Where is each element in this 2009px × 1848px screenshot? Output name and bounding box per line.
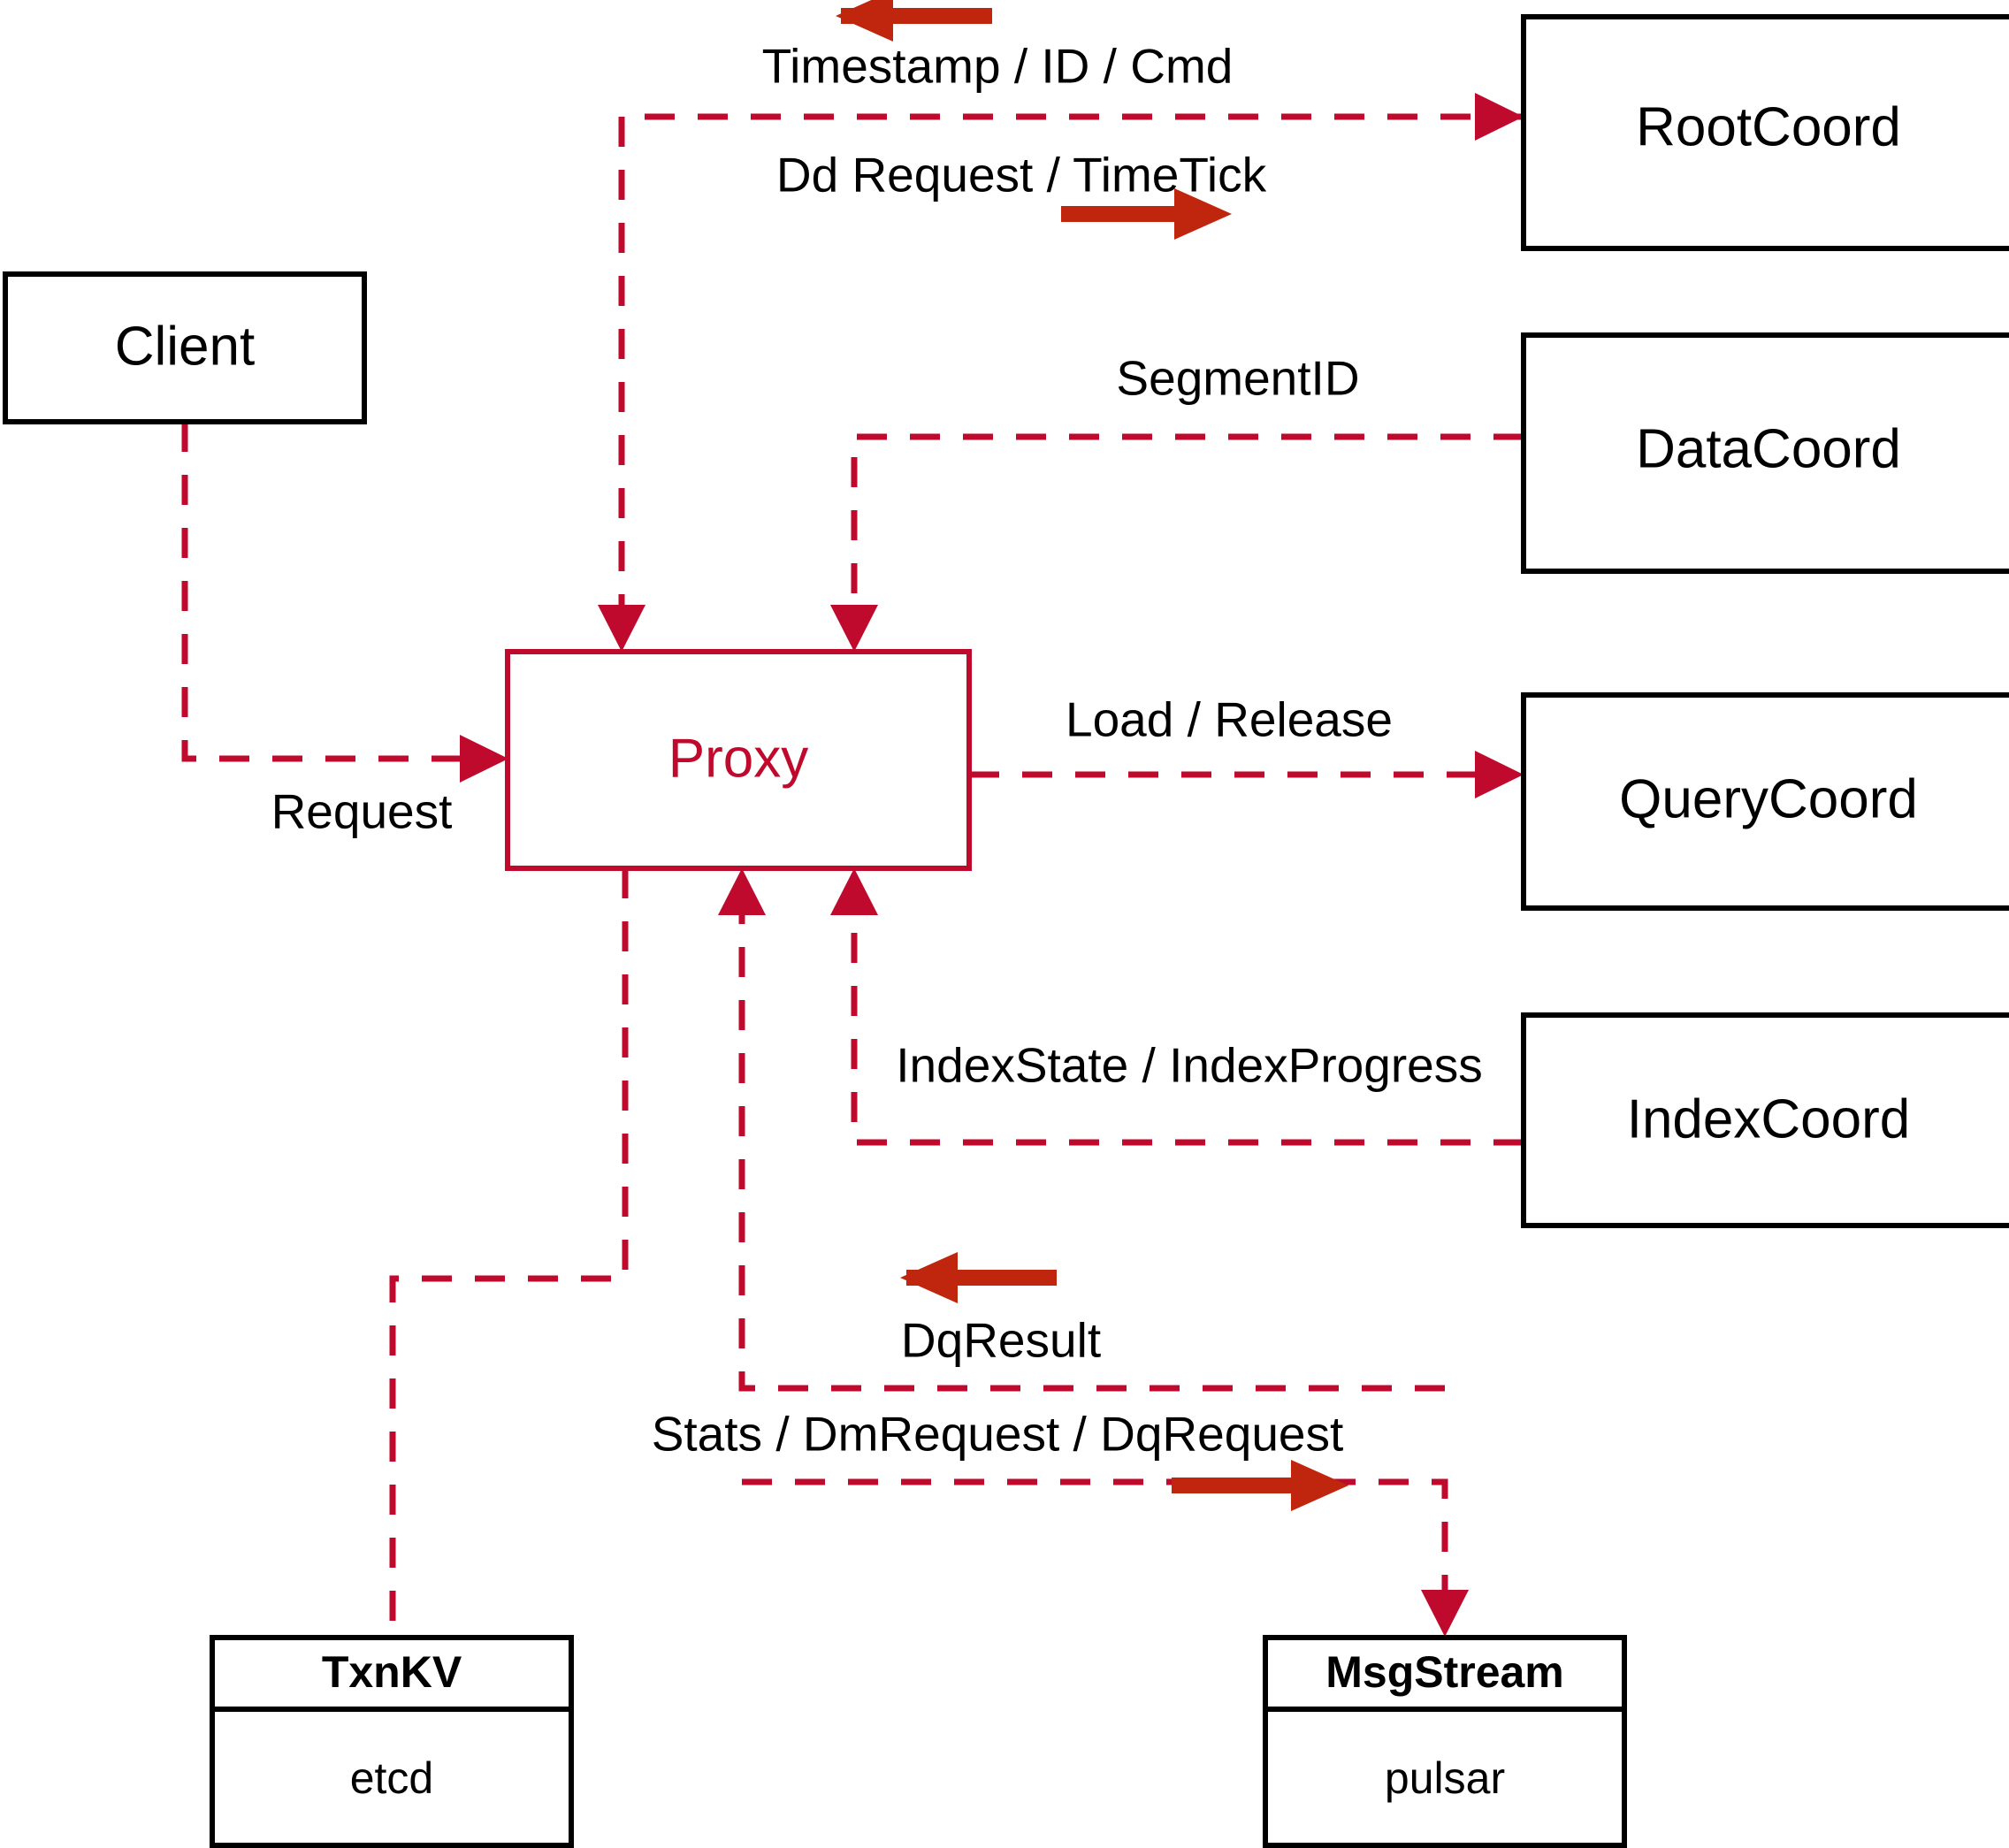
edge-client-to-proxy: [181, 422, 508, 783]
node-rootcoord[interactable]: RootCoord: [1521, 14, 2009, 251]
edge-data-to-proxy-arrowhead: [830, 605, 878, 652]
edge-index-to-proxy-path: [851, 900, 1524, 1146]
node-client-rect: [3, 271, 367, 424]
node-rootcoord-label: RootCoord: [1636, 96, 1901, 157]
node-indexcoord-label: IndexCoord: [1627, 1088, 1911, 1149]
edge-msgstream-to-proxy-arrowhead: [718, 868, 766, 915]
node-msgstream[interactable]: MsgStream pulsar: [1263, 1635, 1627, 1848]
direction-arrow-right-ddrequest: [1061, 188, 1232, 240]
edge-root-to-proxy-arrowhead: [598, 605, 645, 652]
node-datacoord-rect: [1521, 332, 2009, 574]
node-proxy[interactable]: Proxy: [505, 649, 972, 871]
node-datacoord[interactable]: DataCoord: [1521, 332, 2009, 574]
edge-msgstream-to-proxy-path: [738, 900, 1445, 1392]
edge-label-indexstate-indexprogress: IndexState / IndexProgress: [896, 1038, 1482, 1093]
node-txnkv-rect: [210, 1635, 574, 1848]
node-datacoord-label: DataCoord: [1636, 418, 1901, 479]
edge-data-to-proxy: [830, 433, 1524, 652]
edge-label-segmentid: SegmentID: [1116, 351, 1359, 406]
node-client[interactable]: Client: [3, 271, 367, 424]
node-rootcoord-rect: [1521, 14, 2009, 251]
edge-data-to-proxy-path: [851, 433, 1524, 619]
edge-msgstream-to-proxy: [718, 868, 1445, 1392]
edge-proxy-to-msgstream-arrowhead: [1421, 1590, 1469, 1637]
edge-client-to-proxy-path: [181, 422, 477, 762]
node-indexcoord-rect: [1521, 1012, 2009, 1228]
edge-index-to-proxy-arrowhead: [830, 868, 878, 915]
edge-label-timestamp-id-cmd: Timestamp / ID / Cmd: [762, 39, 1234, 94]
edge-proxy-to-msgstream-path: [742, 1478, 1448, 1602]
node-msgstream-label: MsgStream: [1325, 1647, 1564, 1697]
node-querycoord-label: QueryCoord: [1619, 768, 1918, 829]
edge-proxy-to-query: [969, 751, 1524, 798]
edge-label-load-release: Load / Release: [1066, 692, 1393, 747]
direction-arrow-left-timestamp: [836, 0, 992, 42]
edge-root-to-proxy: [598, 113, 1524, 652]
edge-proxy-to-query-arrowhead: [1475, 751, 1524, 798]
node-proxy-rect: [505, 649, 972, 871]
node-proxy-label: Proxy: [668, 728, 808, 789]
edge-proxy-to-txnkv-path: [389, 868, 629, 1638]
node-txnkv-label: TxnKV: [322, 1647, 462, 1697]
node-querycoord-rect: [1521, 692, 2009, 911]
direction-arrow-left-dqresult: [900, 1252, 1057, 1303]
node-txnkv-impl: etcd: [350, 1753, 434, 1803]
edge-proxy-to-txnkv: [389, 868, 629, 1638]
node-txnkv[interactable]: TxnKV etcd: [210, 1635, 574, 1848]
node-querycoord[interactable]: QueryCoord: [1521, 692, 2009, 911]
edge-label-request: Request: [271, 784, 453, 839]
edge-proxy-to-root-arrowhead: [1475, 93, 1524, 141]
direction-arrow-right-dqrequest: [1172, 1460, 1348, 1511]
edge-client-to-proxy-arrowhead: [460, 735, 508, 783]
edge-proxy-to-msgstream: [742, 1478, 1469, 1637]
node-client-label: Client: [115, 316, 256, 377]
edge-label-dd-request-timetick: Dd Request / TimeTick: [776, 148, 1267, 202]
edge-index-to-proxy: [830, 868, 1524, 1146]
edge-label-dqresult: DqResult: [901, 1313, 1101, 1368]
edge-proxy-to-root: [1475, 93, 1524, 141]
edge-root-to-proxy-path: [618, 113, 1524, 619]
node-msgstream-impl: pulsar: [1385, 1753, 1505, 1803]
edge-label-stats-dmrequest-dqrequest: Stats / DmRequest / DqRequest: [652, 1407, 1344, 1462]
node-msgstream-rect: [1263, 1635, 1627, 1848]
node-indexcoord[interactable]: IndexCoord: [1521, 1012, 2009, 1228]
